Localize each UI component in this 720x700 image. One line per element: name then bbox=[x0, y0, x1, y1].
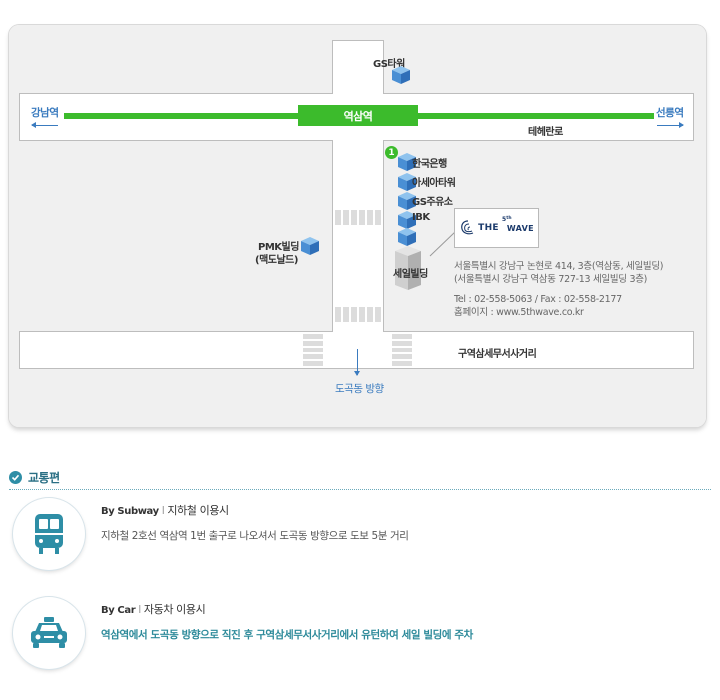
hana-bank-building-icon bbox=[397, 152, 417, 172]
ibk-building-icon bbox=[397, 210, 417, 230]
subway-title-en: By Subway bbox=[101, 506, 159, 517]
car-title-ko: 자동차 이용시 bbox=[143, 603, 206, 616]
logo-the: THE bbox=[478, 223, 499, 233]
crosswalk-bottom-right bbox=[390, 332, 414, 368]
seil-building-label: 세일빌딩 bbox=[393, 269, 428, 280]
exit-1-badge: 1 bbox=[385, 146, 398, 159]
section-divider bbox=[9, 489, 711, 490]
yeoksam-station-marker: 역삼역 bbox=[298, 105, 418, 126]
company-logo: THE 5th WAVE bbox=[454, 208, 539, 248]
car-title-en: By Car bbox=[101, 605, 136, 616]
ibk-label: IBK bbox=[412, 212, 430, 223]
crosswalk-bottom-left bbox=[301, 332, 325, 368]
gs-oil-building-icon bbox=[397, 191, 417, 211]
extra-building-icon bbox=[397, 227, 417, 247]
gs-tower-label: GS타워 bbox=[373, 59, 405, 70]
gangnam-station-label: 강남역 bbox=[31, 107, 59, 119]
seolleung-station-label: 선릉역 bbox=[656, 107, 684, 119]
east-arrow-icon bbox=[657, 122, 684, 128]
crosswalk-lower bbox=[333, 305, 383, 324]
seil-building-icon bbox=[394, 245, 422, 291]
car-icon bbox=[13, 597, 85, 669]
yeoksam-station-label: 역삼역 bbox=[343, 109, 373, 123]
asia-tower-label: 아세아타워 bbox=[412, 178, 456, 189]
location-map: 역삼역 강남역 선릉역 테헤란로 GS타워 1 한국은행 아세아타워 GS주유소 bbox=[9, 25, 706, 427]
south-arrow-icon bbox=[357, 349, 358, 375]
crosswalk-upper bbox=[333, 208, 383, 227]
logo-th: th bbox=[506, 216, 512, 221]
road-south bbox=[332, 140, 384, 332]
logo-wave: WAVE bbox=[506, 223, 534, 233]
logo-pointer bbox=[429, 231, 456, 257]
pmk-building-sublabel: (맥도날드) bbox=[255, 255, 298, 266]
wave-logo-icon bbox=[461, 220, 474, 235]
transport-section-title: 교통편 bbox=[28, 471, 60, 485]
homepage: 홈페이지 : www.5thwave.co.kr bbox=[454, 307, 584, 318]
transport-section-header: 교통편 bbox=[9, 469, 60, 486]
asia-tower-building-icon bbox=[397, 172, 417, 192]
address-road: 서울특별시 강남구 논현로 414, 3층(역삼동, 세일빌딩) bbox=[454, 261, 664, 272]
logo-five-num: 5 bbox=[502, 216, 507, 223]
pmk-building-icon bbox=[300, 236, 320, 256]
west-arrow-icon bbox=[31, 122, 58, 128]
subway-description: 지하철 2호선 역삼역 1번 출구로 나오셔서 도곡동 방향으로 도보 5분 거… bbox=[101, 530, 409, 542]
teheran-ro-label: 테헤란로 bbox=[528, 127, 563, 138]
road-bottom bbox=[19, 331, 694, 369]
gs-tower-building-icon bbox=[391, 65, 411, 85]
gs-oil-label: GS주유소 bbox=[412, 197, 453, 208]
pmk-building-label: PMK빌딩 bbox=[258, 242, 299, 253]
south-arrow-head bbox=[354, 371, 360, 376]
subway-title-ko: 지하철 이용시 bbox=[167, 504, 229, 517]
intersection-label: 구역삼세무서사거리 bbox=[458, 349, 537, 360]
dogok-direction-label: 도곡동 방향 bbox=[335, 383, 384, 395]
hana-bank-label: 한국은행 bbox=[412, 159, 447, 170]
check-circle-icon bbox=[9, 471, 22, 484]
address-lot: (서울특별시 강남구 역삼동 727-13 세일빌딩 3층) bbox=[454, 274, 648, 285]
subway-train-icon bbox=[13, 498, 85, 570]
tel-fax: Tel : 02-558-5063 / Fax : 02-558-2177 bbox=[454, 294, 622, 305]
map-canvas: 역삼역 강남역 선릉역 테헤란로 GS타워 1 한국은행 아세아타워 GS주유소 bbox=[9, 25, 706, 427]
car-description: 역삼역에서 도곡동 방향으로 직진 후 구역삼세무서사거리에서 유턴하여 세일 … bbox=[101, 629, 473, 641]
logo-five: 5th bbox=[502, 216, 512, 223]
